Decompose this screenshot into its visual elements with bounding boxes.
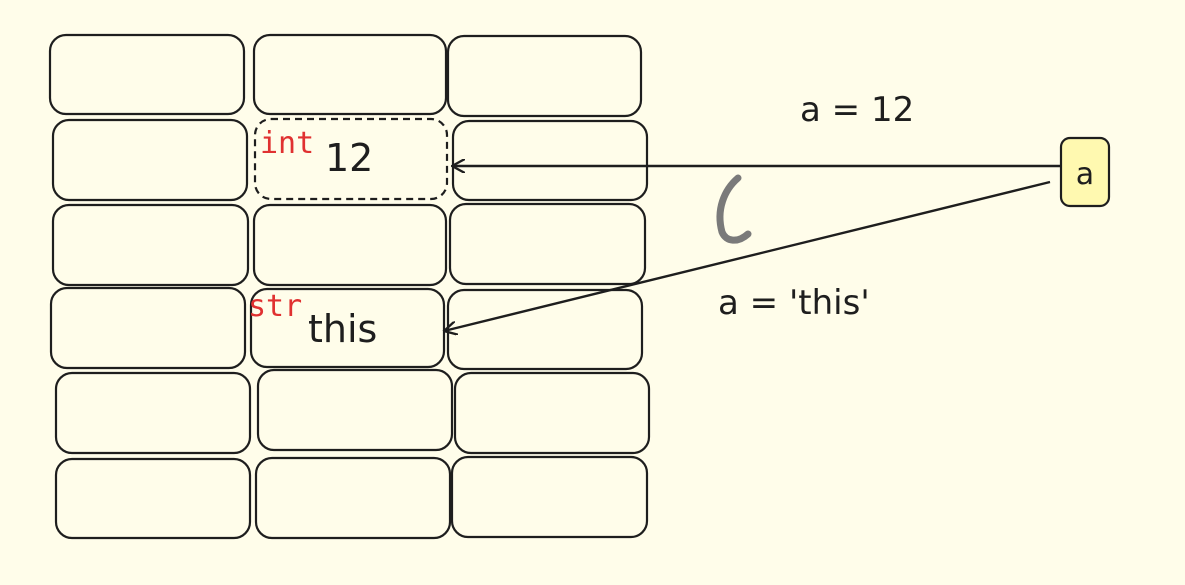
- memory-cell-r1c2: [252, 33, 448, 116]
- memory-cell-r6c2: [254, 456, 452, 540]
- memory-cell-r5c2: [256, 368, 454, 452]
- memory-cell-r4c1: [49, 286, 247, 370]
- memory-cell-r1c1: [48, 33, 246, 116]
- int-type-label: int: [260, 126, 314, 161]
- int-value: 12: [325, 136, 373, 180]
- memory-cell-r5c3: [453, 371, 651, 455]
- variable-name: a: [1076, 157, 1094, 192]
- assignment-label-str: a = 'this': [718, 283, 870, 323]
- memory-cell-r5c1: [54, 371, 252, 455]
- memory-cell-r1c3: [446, 34, 643, 118]
- memory-cell-r4c3: [446, 288, 644, 371]
- reference-arrow-new: [444, 180, 1051, 331]
- memory-cell-int: [253, 117, 449, 201]
- assignment-label-int: a = 12: [800, 90, 914, 130]
- curved-arrow-icon: [716, 174, 752, 244]
- memory-cell-r2c1: [51, 118, 249, 202]
- str-value: this: [308, 307, 377, 351]
- str-type-label: str: [248, 289, 302, 324]
- memory-grid: [48, 33, 651, 540]
- variable-a: a: [1059, 136, 1111, 208]
- memory-cell-r3c1: [51, 203, 250, 287]
- memory-cell-r6c3: [450, 455, 649, 539]
- variable-box: [1059, 136, 1111, 208]
- memory-cell-r3c3: [448, 202, 647, 286]
- memory-cell-r2c3: [451, 119, 649, 202]
- memory-cell-r6c1: [54, 457, 252, 540]
- memory-cell-r3c2: [252, 203, 448, 287]
